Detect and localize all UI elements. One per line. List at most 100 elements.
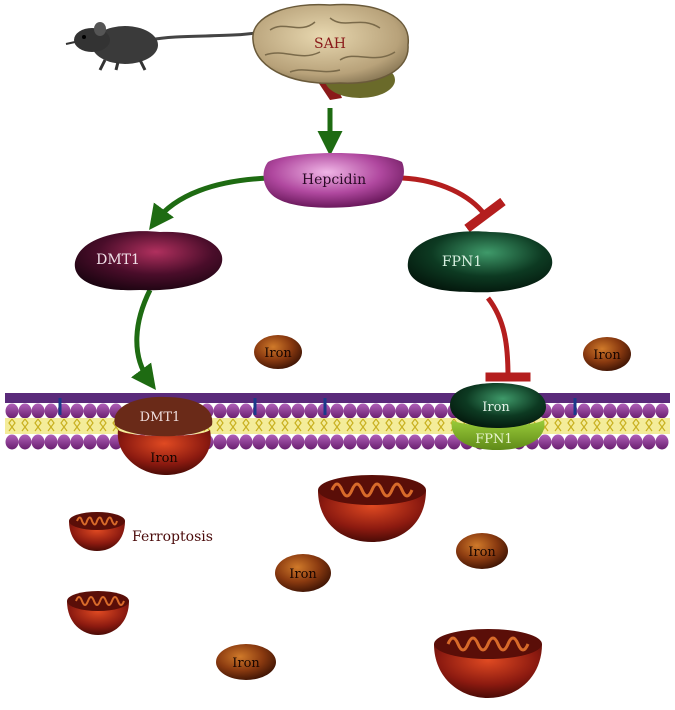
phospholipid-head (213, 403, 227, 419)
mitochondrion-icon (318, 475, 426, 542)
phospholipid-head (5, 434, 19, 450)
dmt1-iron-label: Iron (150, 451, 178, 466)
phospholipid-head (395, 403, 409, 419)
phospholipid-head (655, 403, 669, 419)
phospholipid-head (434, 403, 448, 419)
phospholipid-head (447, 434, 461, 450)
phospholipid-head (564, 434, 578, 450)
phospholipid-tail (632, 418, 640, 432)
phospholipid-tail (307, 418, 315, 432)
phospholipid-head (408, 403, 422, 419)
phospholipid-tail (424, 418, 432, 432)
iron-free-left-label: Iron (264, 346, 292, 361)
phospholipid-head (642, 434, 656, 450)
phospholipid-tail (320, 418, 328, 432)
phospholipid-head (655, 434, 669, 450)
fpn1-label: FPN1 (442, 254, 482, 270)
phospholipid-head (304, 403, 318, 419)
phospholipid-tail (99, 418, 107, 432)
phospholipid-tail (268, 418, 276, 432)
phospholipid-tail (242, 418, 250, 432)
phospholipid-head (226, 434, 240, 450)
phospholipid-head (577, 434, 591, 450)
phospholipid-head (421, 434, 435, 450)
phospholipid-head (252, 434, 266, 450)
phospholipid-head (278, 434, 292, 450)
phospholipid-tail (385, 418, 393, 432)
phospholipid-head (343, 434, 357, 450)
mitochondrion-icon (434, 629, 542, 698)
phospholipid-head (356, 403, 370, 419)
phospholipid-head (629, 403, 643, 419)
phospholipid-head (291, 434, 305, 450)
phospholipid-head (330, 403, 344, 419)
ferroptosis-label: Ferroptosis (132, 529, 213, 545)
mitochondrion-icon (67, 591, 129, 635)
phospholipid-head (31, 434, 45, 450)
phospholipid-tail (658, 418, 666, 432)
iron-cyto-1: Iron (275, 554, 331, 592)
membrane-heads-top (5, 403, 669, 419)
arrow-dmt1-to-membrane (131, 288, 156, 391)
phospholipid-head (395, 434, 409, 450)
phospholipid-head (44, 434, 58, 450)
dmt1-membrane-label: DMT1 (140, 410, 181, 425)
phospholipid-head (278, 403, 292, 419)
inhibition-fpn1-to-membrane (485, 296, 531, 382)
hepcidin-label: Hepcidin (302, 172, 366, 188)
phospholipid-head (369, 403, 383, 419)
iron-free-left: Iron (254, 335, 302, 369)
iron-free-right: Iron (583, 337, 631, 371)
phospholipid-head (226, 403, 240, 419)
fpn1-iron-label: Iron (482, 400, 510, 415)
iron-cyto-1-label: Iron (289, 567, 317, 582)
phospholipid-head (83, 403, 97, 419)
iron-cyto-3-label: Iron (232, 656, 260, 671)
fpn1-membrane-label: FPN1 (475, 432, 512, 447)
phospholipid-tail (346, 418, 354, 432)
phospholipid-head (629, 434, 643, 450)
phospholipid-head (330, 434, 344, 450)
phospholipid-head (577, 403, 591, 419)
phospholipid-tail (619, 418, 627, 432)
phospholipid-head (382, 403, 396, 419)
brain-icon: SAH (252, 3, 409, 100)
phospholipid-head (408, 434, 422, 450)
phospholipid-head (590, 434, 604, 450)
phospholipid-tail (34, 418, 42, 432)
phospholipid-head (5, 403, 19, 419)
phospholipid-tail (47, 418, 55, 432)
phospholipid-head (421, 403, 435, 419)
phospholipid-head (382, 434, 396, 450)
phospholipid-head (369, 434, 383, 450)
phospholipid-head (616, 403, 630, 419)
phospholipid-tail (554, 418, 562, 432)
iron-free-right-label: Iron (593, 348, 621, 363)
phospholipid-head (551, 403, 565, 419)
phospholipid-tail (281, 418, 289, 432)
phospholipid-head (551, 434, 565, 450)
phospholipid-tail (645, 418, 653, 432)
inhibition-hepcidin-to-fpn1 (401, 175, 506, 233)
iron-cyto-2-label: Iron (468, 545, 496, 560)
phospholipid-head (57, 434, 71, 450)
dmt1-label: DMT1 (96, 252, 140, 268)
arrow-hepcidin-to-dmt1 (149, 175, 271, 231)
dmt1-node: DMT1 (74, 231, 223, 291)
dmt1-transporter: DMT1 Iron (114, 396, 213, 475)
phospholipid-head (538, 434, 552, 450)
phospholipid-tail (333, 418, 341, 432)
phospholipid-head (70, 403, 84, 419)
phospholipid-head (44, 403, 58, 419)
phospholipid-tail (593, 418, 601, 432)
phospholipid-head (616, 434, 630, 450)
phospholipid-tail (216, 418, 224, 432)
cell-membrane (5, 393, 670, 450)
phospholipid-tail (411, 418, 419, 432)
phospholipid-head (434, 434, 448, 450)
hepcidin-node: Hepcidin (263, 153, 404, 208)
phospholipid-head (96, 434, 110, 450)
phospholipid-head (291, 403, 305, 419)
fpn1-transporter: Iron FPN1 (450, 383, 546, 450)
